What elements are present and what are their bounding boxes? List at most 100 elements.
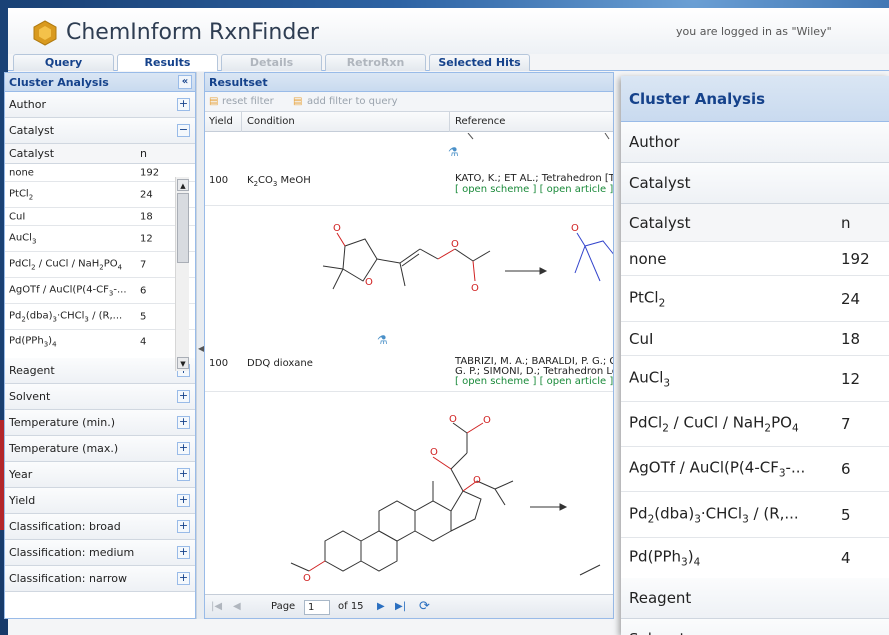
expand-icon[interactable]: +: [177, 493, 190, 507]
col-separator: [241, 112, 242, 132]
tab-details[interactable]: Details: [221, 54, 322, 71]
catalyst-count: 18: [140, 211, 153, 222]
main-tabs: Query Results Details RetroRxn Selected …: [8, 54, 889, 71]
list-item[interactable]: AuCl3 12: [5, 226, 195, 252]
flask-icon[interactable]: ⚗: [377, 333, 388, 347]
svg-text:O: O: [333, 223, 341, 234]
zoom-grid-header: Catalyst n: [621, 204, 889, 242]
section-classification-narrow[interactable]: Classification: narrow+: [5, 566, 195, 592]
col-condition[interactable]: Condition: [247, 116, 295, 127]
catalyst-count: 12: [140, 233, 153, 244]
next-page-icon[interactable]: ▶: [377, 601, 385, 612]
reference-cell-line2: G. P.; SIMONI, D.; Tetrahedron Le: [455, 366, 614, 377]
tab-query[interactable]: Query: [13, 54, 114, 71]
add-filter-icon[interactable]: ▤: [293, 96, 303, 107]
list-item[interactable]: PtCl2 24: [621, 276, 889, 322]
list-item[interactable]: AgOTf / AuCl(P(4-CF3-...6: [621, 447, 889, 492]
section-year[interactable]: Year+: [5, 462, 195, 488]
reference-links[interactable]: [ open scheme ] [ open article ] [ s: [455, 184, 614, 195]
section-label: Temperature (min.): [9, 416, 115, 429]
last-page-icon[interactable]: ▶|: [395, 601, 407, 612]
section-classification-broad[interactable]: Classification: broad+: [5, 514, 195, 540]
scroll-up-icon[interactable]: ▲: [177, 179, 189, 191]
catalyst-count: 6: [841, 460, 851, 478]
magnified-cluster-panel: Cluster Analysis Author Catalyst Catalys…: [621, 76, 889, 635]
prev-page-icon[interactable]: ◀: [233, 601, 241, 612]
expand-icon[interactable]: +: [177, 389, 190, 403]
table-row[interactable]: 100 K2CO3 MeOH KATO, K.; ET AL.; Tetrahe…: [205, 171, 614, 206]
tab-selected-hits[interactable]: Selected Hits: [429, 54, 530, 71]
reaction-scheme-2: O O O O O: [290, 414, 601, 584]
first-page-icon[interactable]: |◀: [211, 601, 223, 612]
catalyst-name: PdCl2 / CuCl / NaH2PO4: [9, 258, 123, 271]
catalyst-count: 24: [841, 289, 861, 308]
collapse-left-icon[interactable]: «: [178, 75, 192, 89]
section-temperature-max[interactable]: Temperature (max.)+: [5, 436, 195, 462]
svg-text:O: O: [451, 239, 459, 250]
catalyst-name: PtCl2: [629, 288, 666, 309]
list-item[interactable]: Pd2(dba)3·CHCl3 / (R,...5: [5, 304, 195, 330]
section-author[interactable]: Author+: [5, 92, 195, 118]
reset-filter-button[interactable]: reset filter: [222, 96, 274, 107]
resultset-title-text: Resultset: [209, 76, 268, 89]
expand-icon[interactable]: +: [177, 467, 190, 481]
expand-icon[interactable]: +: [177, 519, 190, 533]
reset-filter-icon[interactable]: ▤: [209, 96, 219, 107]
tab-results[interactable]: Results: [117, 54, 218, 71]
expand-icon[interactable]: +: [177, 441, 190, 455]
section-solvent[interactable]: Solvent +: [5, 384, 195, 410]
zoom-section-catalyst[interactable]: Catalyst: [621, 163, 889, 204]
zoom-col-n[interactable]: n: [841, 213, 851, 232]
condition-cell: K2CO3 MeOH: [247, 175, 311, 188]
zoom-section-author[interactable]: Author: [621, 122, 889, 163]
expand-icon[interactable]: +: [177, 545, 190, 559]
scroll-thumb[interactable]: [177, 193, 189, 263]
catalyst-count: 7: [841, 415, 851, 433]
tab-retrorxn[interactable]: RetroRxn: [325, 54, 426, 71]
add-filter-button[interactable]: add filter to query: [307, 96, 398, 107]
list-item[interactable]: AgOTf / AuCl(P(4-CF3-...6: [5, 278, 195, 304]
catalyst-scrollbar[interactable]: ▲ ▼: [175, 177, 189, 371]
pagination-bar: |◀ ◀ Page 1 of 15 ▶ ▶| ⟳: [205, 594, 613, 618]
expand-icon[interactable]: +: [177, 415, 190, 429]
expand-icon[interactable]: +: [177, 571, 190, 585]
col-yield[interactable]: Yield: [209, 116, 233, 127]
section-temperature-min[interactable]: Temperature (min.) +: [5, 410, 195, 436]
page-input[interactable]: 1: [304, 600, 330, 615]
panel-splitter[interactable]: ◀: [196, 72, 204, 619]
catalyst-name: AuCl3: [9, 232, 37, 245]
reference-links[interactable]: [ open scheme ] [ open article ] [ s: [455, 376, 614, 387]
collapse-icon[interactable]: −: [177, 123, 190, 137]
refresh-icon[interactable]: ⟳: [419, 599, 430, 614]
zoom-section-solvent[interactable]: Solvent: [621, 619, 889, 635]
col-header-catalyst[interactable]: Catalyst: [9, 147, 55, 160]
flask-icon[interactable]: ⚗: [448, 145, 459, 159]
scroll-down-icon[interactable]: ▼: [177, 357, 189, 369]
cluster-title-text: Cluster Analysis: [9, 76, 109, 89]
col-reference[interactable]: Reference: [455, 116, 506, 127]
zoom-section-reagent[interactable]: Reagent: [621, 578, 889, 619]
section-catalyst[interactable]: Catalyst−: [5, 118, 195, 144]
zoom-col-catalyst[interactable]: Catalyst: [629, 213, 691, 232]
table-row[interactable]: 100 DDQ dioxane TABRIZI, M. A.; BARALDI,…: [205, 354, 614, 392]
expand-icon[interactable]: +: [177, 97, 190, 111]
section-reagent[interactable]: Reagent+: [5, 358, 195, 384]
catalyst-name: AuCl3: [629, 368, 671, 389]
splitter-arrow-icon[interactable]: ◀: [198, 344, 205, 353]
section-yield[interactable]: Yield+: [5, 488, 195, 514]
catalyst-name: none: [9, 167, 34, 178]
col-header-n[interactable]: n: [140, 147, 147, 160]
section-label: Solvent: [9, 390, 51, 403]
section-classification-medium[interactable]: Classification: medium+: [5, 540, 195, 566]
list-item[interactable]: Pd2(dba)3·CHCl3 / (R,...5: [621, 492, 889, 538]
